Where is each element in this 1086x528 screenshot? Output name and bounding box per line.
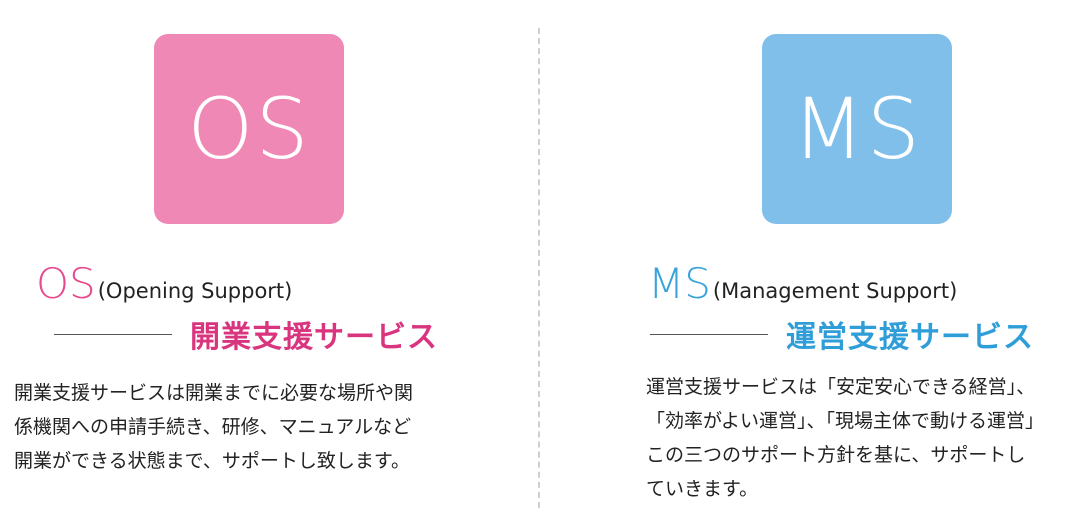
os-subtitle: 開業支援サービス <box>54 312 438 356</box>
os-section: OS OS (Opening Support) 開業支援サービス 開業支援サービ… <box>0 0 520 528</box>
ms-heading: MS (Management Support) <box>648 262 957 306</box>
os-heading: OS (Opening Support) <box>36 262 292 306</box>
ms-desc-line: ていきます。 <box>646 478 759 500</box>
os-full-name: (Opening Support) <box>97 279 293 303</box>
os-desc-line: 開業支援サービスは開業までに必要な場所や関 <box>14 382 414 404</box>
os-jp-title: 開業支援サービス <box>190 320 438 355</box>
ms-desc-line: この三つのサポート方針を基に、サポートし <box>646 444 1026 466</box>
os-logo-text: OS <box>187 80 311 178</box>
ms-full-name: (Management Support) <box>712 279 958 303</box>
ms-abbr: MS <box>648 259 711 308</box>
ms-jp-title: 運営支援サービス <box>786 320 1034 355</box>
ms-subtitle-rule <box>650 333 768 335</box>
ms-section: MS MS (Management Support) 運営支援サービス 運営支援… <box>560 0 1080 528</box>
os-subtitle-rule <box>54 333 172 335</box>
column-divider <box>538 28 540 508</box>
os-desc-line: 開業ができる状態まで、サポートし致します。 <box>14 450 410 472</box>
ms-desc-line: 「効率がよい運営」、「現場主体で動ける運営」 <box>646 410 1045 432</box>
os-description: 開業支援サービスは開業までに必要な場所や関 係機関への申請手続き、研修、マニュア… <box>14 376 413 478</box>
ms-subtitle: 運営支援サービス <box>650 312 1034 356</box>
os-abbr: OS <box>36 259 96 308</box>
ms-description: 運営支援サービスは「安定安心できる経営」、 「効率がよい運営」、「現場主体で動け… <box>646 370 1044 506</box>
os-desc-line: 係機関への申請手続き、研修、マニュアルなど <box>14 416 412 438</box>
ms-logo-tile: MS <box>762 34 952 224</box>
ms-logo-text: MS <box>792 80 922 178</box>
ms-desc-line: 運営支援サービスは「安定安心できる経営」、 <box>646 376 1036 398</box>
os-logo-tile: OS <box>154 34 344 224</box>
